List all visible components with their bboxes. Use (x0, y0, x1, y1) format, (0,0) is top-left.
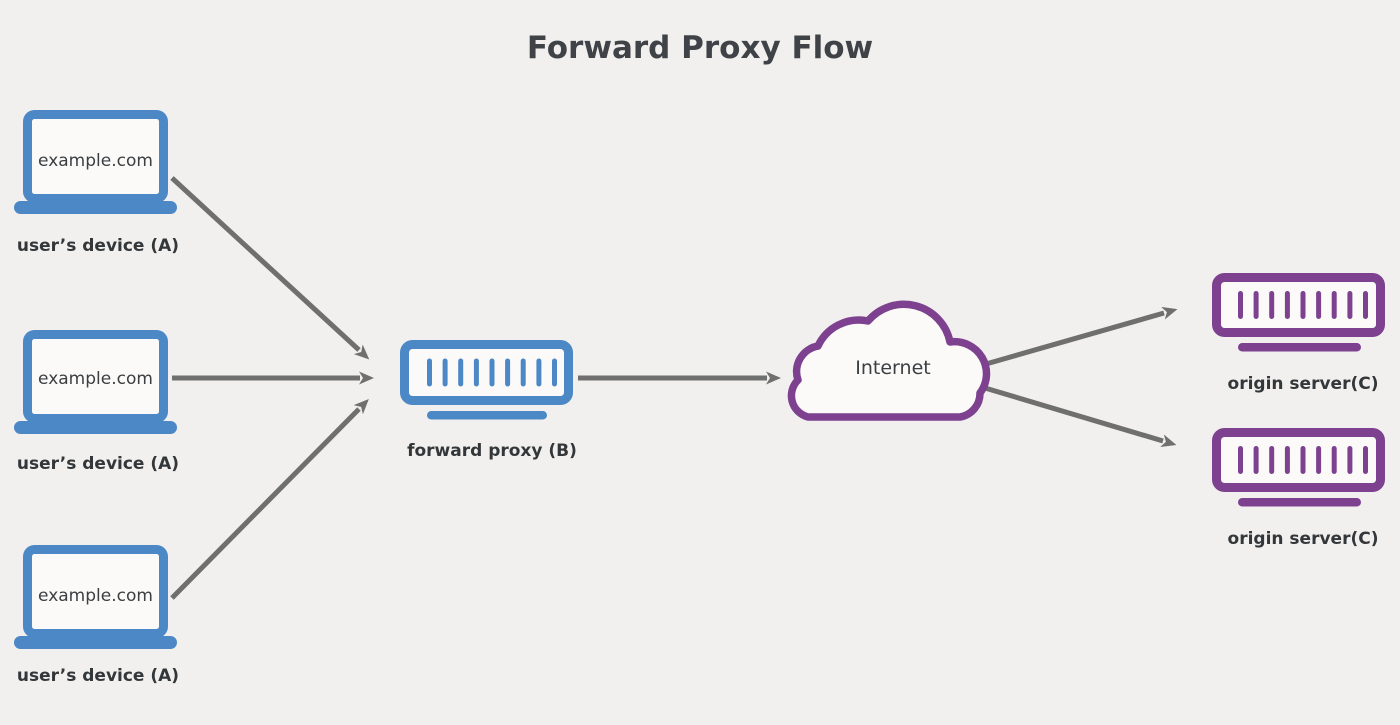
laptop-screen (23, 110, 168, 203)
arrow-device3-to-proxy (170, 399, 369, 600)
server-base-bar (427, 411, 547, 420)
device-screen-label: example.com (38, 586, 153, 606)
server-base-bar (1238, 498, 1361, 507)
server-vents (1238, 446, 1368, 474)
diagram-title: Forward Proxy Flow (527, 30, 873, 66)
arrow-device1-to-proxy (170, 176, 370, 360)
server-vents (1238, 291, 1368, 319)
origin-server-1: origin server(C) (1212, 273, 1385, 394)
laptop-screen (23, 330, 168, 423)
server-icon (1212, 273, 1385, 352)
origin-server-caption: origin server(C) (1228, 374, 1379, 394)
server-icon (400, 340, 573, 420)
laptop-screen (23, 545, 168, 638)
flow-arrows (170, 176, 1178, 600)
laptop-base (14, 636, 177, 649)
user-device-3: example.com user’s device (A) (14, 545, 179, 686)
server-icon (1212, 428, 1385, 507)
device-screen-label: example.com (38, 151, 153, 171)
origin-server-2: origin server(C) (1212, 428, 1385, 549)
origin-server-caption: origin server(C) (1228, 529, 1379, 549)
device-caption: user’s device (A) (17, 666, 179, 686)
laptop-icon (14, 545, 177, 649)
laptop-icon (14, 110, 177, 214)
cloud-icon (787, 300, 991, 421)
internet-label: Internet (855, 357, 930, 379)
server-body (400, 340, 573, 405)
user-device-1: example.com user’s device (A) (14, 110, 179, 256)
server-body (1212, 428, 1385, 492)
arrow-internet-to-origin2 (984, 385, 1177, 447)
internet-cloud: Internet (787, 300, 991, 421)
server-base-bar (1238, 343, 1361, 352)
laptop-icon (14, 330, 177, 434)
server-vents (427, 358, 557, 387)
device-caption: user’s device (A) (17, 236, 179, 256)
laptop-base (14, 421, 177, 434)
user-device-2: example.com user’s device (A) (14, 330, 179, 474)
proxy-caption: forward proxy (B) (407, 441, 577, 461)
arrow-internet-to-origin1 (985, 307, 1178, 367)
forward-proxy: forward proxy (B) (400, 340, 577, 461)
device-caption: user’s device (A) (17, 454, 179, 474)
device-screen-label: example.com (38, 369, 153, 389)
server-body (1212, 273, 1385, 337)
laptop-base (14, 201, 177, 214)
